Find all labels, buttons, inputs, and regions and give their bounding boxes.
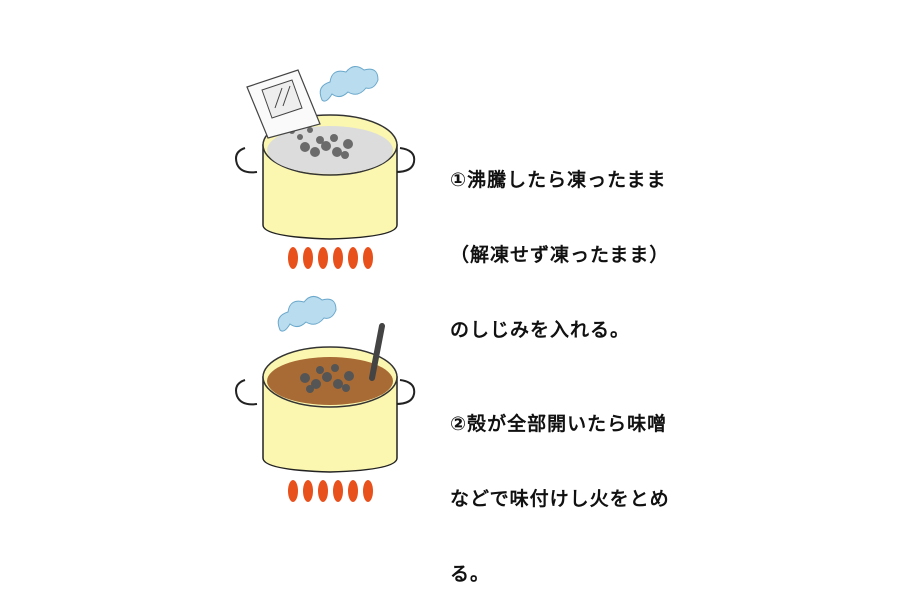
steam-icon [277,296,337,332]
pot-step-1 [235,66,416,240]
step-1-text: ①沸騰したら凍ったまま （解凍せず凍ったまま） のしじみを入れる。 [450,118,669,368]
ladle-icon [369,323,385,381]
step-line: のしじみを入れる。 [450,319,631,341]
step-2-text: ②殻が全部開いたら味噌 などで味付けし火をとめ る。 [450,362,670,612]
steam-icon [319,66,379,102]
step-line: る。 [450,563,491,585]
step-line: ②殻が全部開いたら味噌 [450,413,668,435]
burner-1 [288,247,373,269]
package-icon [246,69,321,139]
burner-2 [288,480,373,502]
step-line: （解凍せず凍ったまま） [450,244,670,266]
pot-step-2 [235,296,416,473]
clams [300,364,354,393]
step-line: ①沸騰したら凍ったまま [450,169,667,191]
clams [289,127,353,159]
step-line: などで味付けし火をとめ [450,488,670,510]
